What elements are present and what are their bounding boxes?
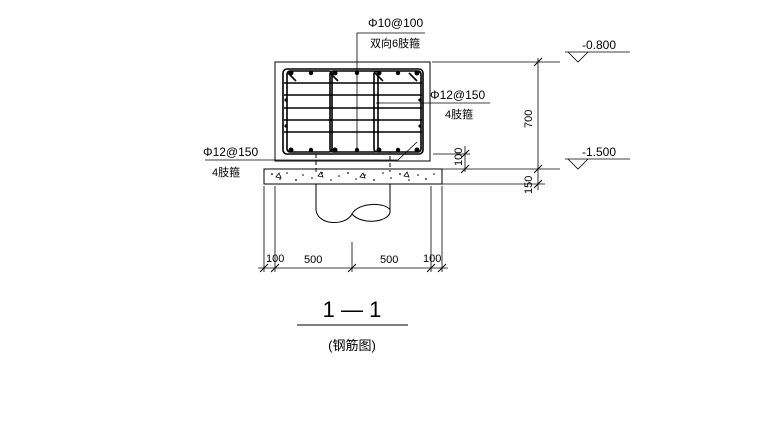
level-marker-upper (565, 51, 630, 63)
left-callout-spec: Φ12@150 (203, 145, 258, 159)
dim-bottom-left-edge: 100 (266, 253, 284, 265)
left-callout-leader (205, 141, 418, 161)
dim-gap: 100 (453, 148, 465, 166)
top-callout-leader (356, 32, 425, 150)
dim-bottom-left: 500 (304, 254, 322, 266)
level-lower-text: -1.500 (582, 145, 616, 159)
horizontal-dimension (258, 186, 448, 273)
section-label: 1 — 1 (323, 297, 382, 322)
concrete-block (274, 61, 431, 162)
right-callout-spec: Φ12@150 (430, 88, 485, 102)
pile-cap-pad (263, 168, 443, 185)
gap-dimension (433, 146, 470, 174)
vertical-dimension (432, 57, 560, 190)
level-upper-text: -0.800 (582, 38, 616, 52)
pile (315, 151, 391, 223)
left-callout-desc: 4肢箍 (212, 165, 240, 179)
dim-pad-height: 150 (523, 176, 535, 194)
dim-bottom-right-edge: 100 (423, 253, 441, 265)
top-callout-desc: 双向6肢箍 (370, 36, 420, 50)
level-marker-lower (565, 158, 630, 170)
longitudinal-bars (284, 70, 422, 153)
dim-beam-height: 700 (523, 110, 535, 128)
right-callout-desc: 4肢箍 (445, 107, 473, 121)
rebar-cage (282, 68, 424, 155)
top-callout-spec: Φ10@100 (368, 16, 423, 30)
dim-bottom-right: 500 (380, 254, 398, 266)
section-caption: (钢筋图) (328, 338, 376, 353)
